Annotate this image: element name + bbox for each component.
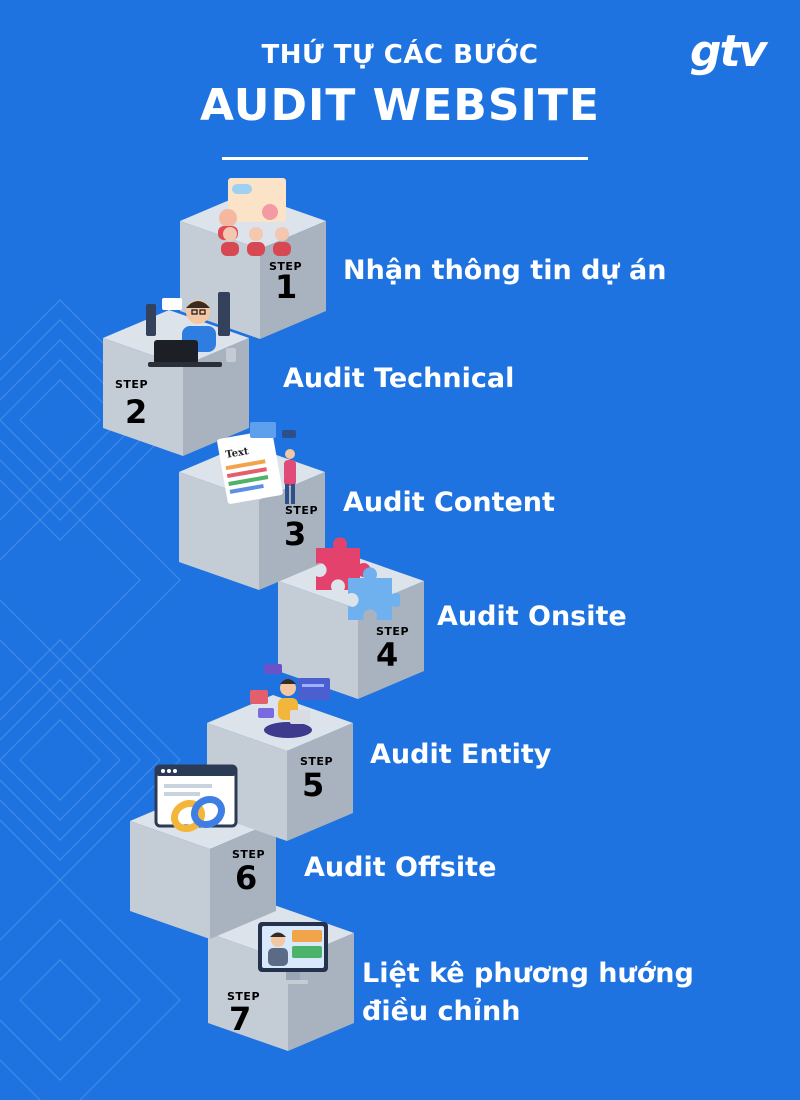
step-7-word: STEP [227, 990, 261, 1003]
step-2-cube [103, 310, 249, 456]
step-2-label: Audit Technical [283, 363, 515, 394]
step-4-word: STEP [376, 625, 410, 638]
step-5-number: 5 [302, 766, 325, 804]
title-divider [222, 157, 588, 160]
step-1-word: STEP [269, 260, 303, 273]
step-2-word: STEP [115, 378, 149, 391]
step-4-number: 4 [376, 636, 399, 674]
step-4-label: Audit Onsite [437, 601, 627, 632]
step-1-label: Nhận thông tin dự án [343, 255, 667, 286]
puzzle-pieces-icon [316, 537, 400, 620]
step-7-number: 7 [229, 1000, 252, 1038]
page-subtitle: THỨ TỰ CÁC BƯỚC [261, 40, 539, 70]
step-5-label: Audit Entity [370, 739, 552, 770]
step-7-label-line-2: điều chỉnh [362, 996, 521, 1027]
step-1-number: 1 [275, 268, 298, 306]
step-6-number: 6 [235, 859, 258, 897]
svg-text:Text: Text [225, 446, 250, 461]
step-6-word: STEP [232, 848, 266, 861]
page-title: AUDIT WEBSITE [200, 80, 600, 131]
step-2-number: 2 [125, 393, 148, 431]
link-chain-browser-icon [154, 764, 238, 833]
team-meeting-icon [218, 178, 291, 256]
step-5-word: STEP [300, 755, 334, 768]
step-3-word: STEP [285, 504, 319, 517]
brand-logo: gtv [690, 26, 767, 77]
step-6-label: Audit Offsite [304, 852, 497, 883]
step-7-label-line-1: Liệt kê phương hướng [362, 958, 694, 989]
presenter-monitor-icon [258, 922, 328, 984]
content-document-icon: Text [217, 422, 296, 504]
person-with-laptop-icon [250, 664, 330, 738]
step-3-number: 3 [284, 515, 307, 553]
developer-laptop-icon [146, 292, 236, 367]
step-3-label: Audit Content [343, 487, 555, 518]
